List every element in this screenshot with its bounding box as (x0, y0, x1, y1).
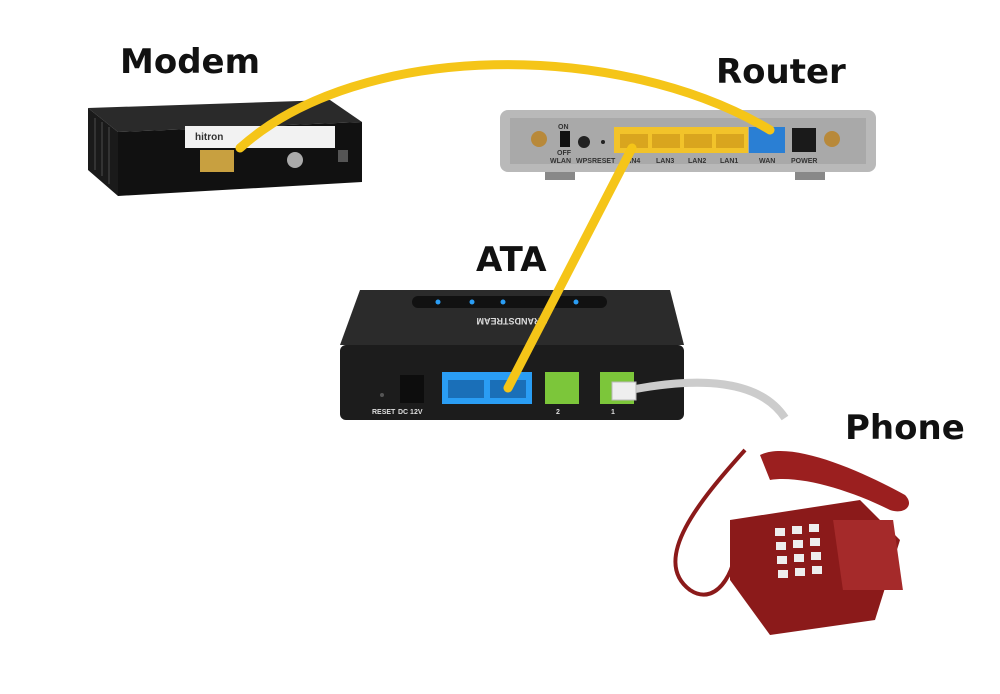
phone2-label: 2 (556, 409, 560, 416)
phone1-label: 1 (611, 409, 615, 416)
modem-label: Modem (120, 42, 261, 82)
router-device: ON OFF WLAN WPS RESET LAN4 LAN3 LAN2 LAN… (500, 110, 876, 180)
dc-jack (400, 375, 424, 403)
handset (760, 450, 910, 512)
red-telephone (673, 448, 910, 635)
wps-button (578, 136, 590, 148)
power-jack (792, 128, 816, 152)
power-label: POWER (791, 158, 817, 165)
lan4-label: LAN4 (622, 158, 640, 165)
wps-label: WPS (576, 158, 592, 165)
off-label: OFF (557, 150, 572, 157)
phone-label: Phone (845, 408, 965, 448)
wan-label: WAN (759, 158, 775, 165)
wlan-label: WLAN (550, 158, 571, 165)
lan1-label: LAN1 (720, 158, 738, 165)
modem-device: hitron (88, 100, 362, 196)
antenna-connector-icon (824, 131, 840, 147)
modem-coax-port (287, 152, 303, 168)
ata-brand: GRANDSTREAM (477, 316, 548, 326)
ata-dc-label: DC 12V (398, 409, 423, 416)
ata-label: ATA (476, 240, 547, 280)
wlan-switch (560, 131, 570, 147)
router-label: Router (716, 52, 846, 92)
modem-brand: hitron (195, 132, 223, 143)
lan3-label: LAN3 (656, 158, 674, 165)
rj11-plug (611, 381, 637, 401)
ethernet-cable-router-ata (503, 143, 637, 393)
ata-reset-label: RESET (372, 409, 396, 416)
on-label: ON (558, 124, 569, 131)
antenna-connector-icon (531, 131, 547, 147)
ethernet-cable-modem-router (235, 60, 775, 153)
reset-label: RESET (592, 158, 616, 165)
lan2-label: LAN2 (688, 158, 706, 165)
modem-ethernet-port (200, 150, 234, 172)
phone-port-2 (545, 372, 579, 404)
phone-cable (619, 378, 789, 421)
